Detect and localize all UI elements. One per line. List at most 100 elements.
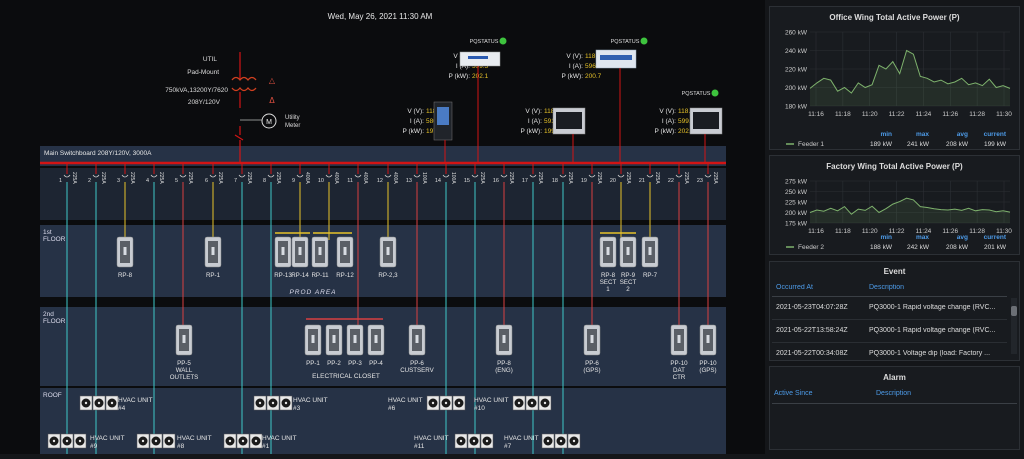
hvac-fan-hub: [110, 401, 114, 405]
hvac-unit-7[interactable]: HVAC UNIT#7: [504, 433, 581, 450]
breaker-amp: 225A: [275, 172, 281, 184]
meter-reading-label: P (kW):: [520, 128, 542, 135]
meter-screen: [693, 112, 719, 129]
panel2-3[interactable]: PP-3: [346, 324, 364, 367]
breaker-amp: 100A: [421, 172, 427, 184]
meter-reading-value: 118.6: [585, 53, 601, 60]
power-meter-pqstatus-1[interactable]: V (V):118.8I (A):599.5P (kW):202.1PQSTAT…: [448, 37, 507, 81]
panel2-2[interactable]: PP-2: [325, 324, 343, 367]
breaker-number: 20: [610, 178, 616, 184]
panel-3[interactable]: RP-14: [291, 236, 309, 279]
hvac-unit-11[interactable]: HVAC UNIT#11: [414, 433, 494, 450]
table-row[interactable]: 2021-05-22T00:34:08Z PQ3000-1 Voltage di…: [772, 343, 1007, 365]
hvac-fan-hub: [258, 401, 262, 405]
legend-label[interactable]: Feeder 2: [798, 244, 824, 251]
power-meter-meter-5[interactable]: V (V):118.7I (A):591.4P (kW):199.1: [520, 107, 586, 135]
office-chart-title: Office Wing Total Active Power (P): [829, 13, 960, 22]
meter-icon[interactable]: [261, 113, 277, 129]
panel-1[interactable]: RP-1: [204, 236, 222, 279]
event-scrollbar-thumb[interactable]: [1011, 306, 1017, 316]
panel-9[interactable]: RP-7: [641, 236, 659, 279]
panel-label: RP-13: [274, 272, 292, 279]
transformer-voltage: 208Y/120V: [188, 99, 221, 106]
panel-label: PP-6(GPS): [583, 360, 600, 374]
panel-5[interactable]: RP-12: [336, 236, 354, 279]
legend-label[interactable]: Feeder 1: [798, 141, 824, 148]
meter-reading-value: 596.4: [585, 63, 602, 70]
panel2-7[interactable]: PP-6(GPS): [583, 324, 601, 374]
breaker-number: 19: [581, 178, 587, 184]
event-col-description[interactable]: Description: [869, 284, 905, 291]
hvac-unit-3[interactable]: HVAC UNIT#3: [253, 395, 328, 412]
legend-stat-value: 208 kW: [946, 244, 969, 251]
panel2-6[interactable]: PP-8(ENG): [495, 324, 513, 374]
hvac-unit-8[interactable]: HVAC UNIT#8: [136, 433, 212, 450]
breaker-amp: 225A: [217, 172, 223, 184]
power-meter-pqstatus-3[interactable]: V (V):118.7I (A):599.4P (kW):202.0PQSTAT…: [654, 89, 723, 136]
panel-0[interactable]: RP-8: [116, 236, 134, 279]
hvac-unit-1[interactable]: HVAC UNIT#1: [223, 433, 297, 450]
alarm-col-description[interactable]: Description: [876, 390, 912, 397]
table-row[interactable]: 2021-05-23T04:07:28Z PQ3000-1 Rapid volt…: [772, 297, 1007, 320]
breaker-symbol-icon: [704, 174, 712, 178]
breaker-amp: 225A: [246, 172, 252, 184]
power-meter-pqstatus-2[interactable]: V (V):118.6I (A):596.4P (kW):200.7PQSTAT…: [561, 37, 648, 81]
table-row[interactable]: 2021-05-22T13:58:24Z PQ3000-1 Rapid volt…: [772, 320, 1007, 343]
meter-reading-label: P (kW):: [402, 128, 424, 135]
hvac-label: HVAC UNIT: [388, 397, 423, 404]
hvac-unit-4[interactable]: HVAC UNIT#4: [79, 395, 153, 412]
panel-4[interactable]: RP-11: [311, 236, 329, 279]
y-tick-label: 225 kW: [785, 200, 808, 207]
panel2-1[interactable]: PP-1: [304, 324, 322, 367]
panel-handle: [123, 247, 127, 255]
panel-2[interactable]: RP-13: [274, 236, 292, 279]
meter-reading-label: V (V):: [407, 108, 424, 115]
event-time: 2021-05-23T04:07:28Z: [776, 304, 848, 311]
event-scrollbar[interactable]: [1011, 298, 1017, 354]
meter-reading-value: 202.1: [472, 73, 489, 80]
breaker-number: 1: [59, 178, 62, 184]
hvac-unit-9[interactable]: HVAC UNIT#9: [47, 433, 125, 450]
power-meter-meter-4[interactable]: V (V):118.7I (A):580.0P (kW):197.3: [402, 101, 453, 141]
hvac-unit-6[interactable]: HVAC UNIT#6: [388, 395, 466, 412]
panel-6[interactable]: RP-2,3: [378, 236, 398, 279]
panel2-4[interactable]: PP-4: [367, 324, 385, 367]
alarm-col-active-since[interactable]: Active Since: [774, 390, 813, 397]
event-col-occurred[interactable]: Occurred At: [776, 284, 813, 291]
header-datetime: Wed, May 26, 2021 11:30 AM: [328, 12, 433, 21]
meter-reading-label: V (V):: [566, 53, 583, 60]
panel-label: RP-12: [336, 272, 354, 279]
hvac-unit-10[interactable]: HVAC UNIT#10: [474, 395, 552, 412]
panel2-9[interactable]: PP-10(GPS): [699, 324, 717, 374]
meter-device-detail: [468, 56, 488, 59]
hvac-fan-hub: [228, 439, 232, 443]
breaker-amp: 225A: [100, 172, 106, 184]
